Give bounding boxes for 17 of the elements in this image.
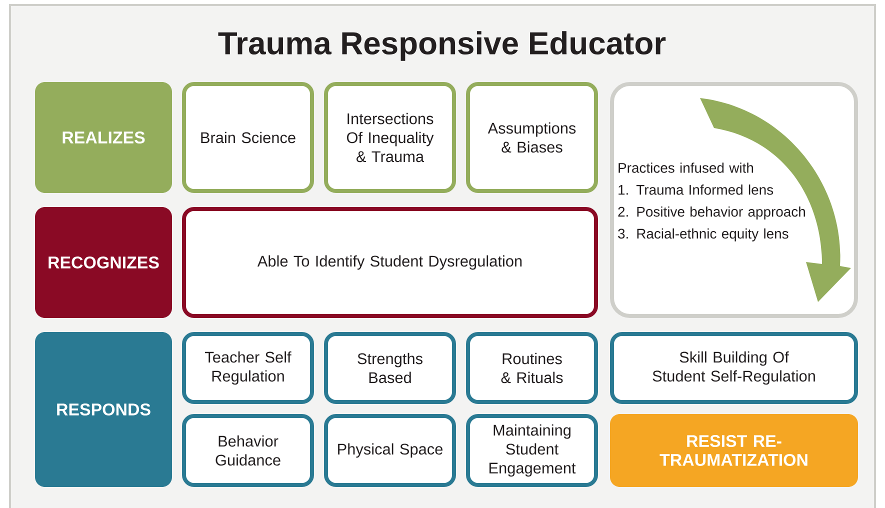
stage-box: RECOGNIZES: [35, 207, 172, 318]
title: Trauma Responsive Educator: [218, 31, 666, 61]
practice-box: Teacher Self Regulation: [182, 332, 314, 404]
practice-box: Skill Building Of Student Self-Regulation: [610, 332, 858, 404]
concept-box: Assumptions & Biases: [466, 82, 598, 193]
practice-box: Behavior Guidance: [182, 414, 314, 487]
practice-box: Routines & Rituals: [466, 332, 598, 404]
concept-box: Intersections Of Inequality & Trauma: [324, 82, 456, 193]
concept-box: Brain Science: [182, 82, 314, 193]
practice-box: Physical Space: [324, 414, 456, 487]
concept-box: Able To Identify Student Dysregulation: [182, 207, 598, 318]
stage-box: REALIZES: [35, 82, 172, 193]
practice-box: Maintaining Student Engagement: [466, 414, 598, 487]
goal-box: RESIST RE-TRAUMATIZATION: [610, 414, 858, 487]
practices-box: Practices infused with 1. Trauma Informed lens 2. Positive behavior approach 3. Racial-ethnic equity lens: [610, 82, 858, 318]
stage-box: RESPONDS: [35, 332, 172, 487]
practice-box: Strengths Based: [324, 332, 456, 404]
